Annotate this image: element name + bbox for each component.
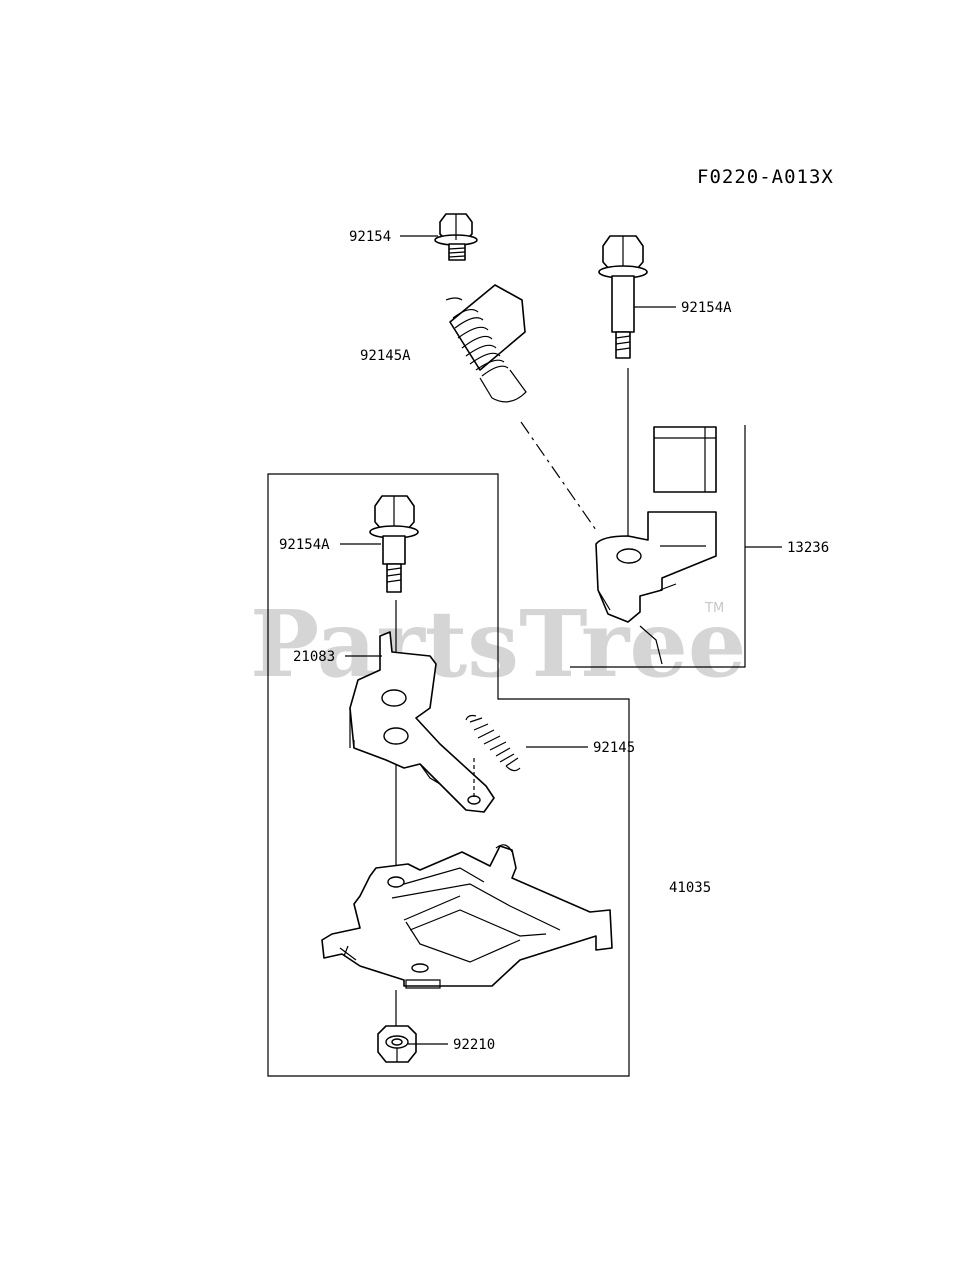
label-13236[interactable]: 13236 xyxy=(787,540,829,556)
label-92210[interactable]: 92210 xyxy=(453,1037,495,1053)
spring-92145[interactable] xyxy=(465,714,521,801)
bracket-13236[interactable] xyxy=(595,426,717,665)
spring-92145A[interactable] xyxy=(445,284,527,403)
assembly-41035-frame xyxy=(267,473,630,1077)
label-41035[interactable]: 41035 xyxy=(669,880,711,896)
label-92154A-top[interactable]: 92154A xyxy=(681,300,732,316)
lever-21083[interactable] xyxy=(349,631,495,813)
leader-spring-dash xyxy=(520,421,597,531)
bolt-92154A-left[interactable] xyxy=(369,495,419,593)
trademark: TM xyxy=(704,601,724,616)
bracket-13236-outline xyxy=(570,425,746,668)
base-plate-41035[interactable] xyxy=(321,844,613,989)
label-92154A-left[interactable]: 92154A xyxy=(279,537,330,553)
bolt-92154[interactable] xyxy=(434,213,478,261)
diagram-code: F0220-A013X xyxy=(697,166,834,188)
nut-92210[interactable] xyxy=(377,1025,417,1063)
bolt-92154A-top[interactable] xyxy=(598,235,648,359)
label-21083[interactable]: 21083 xyxy=(293,649,335,665)
label-92154[interactable]: 92154 xyxy=(349,229,391,245)
label-92145A[interactable]: 92145A xyxy=(360,348,411,364)
label-92145[interactable]: 92145 xyxy=(593,740,635,756)
